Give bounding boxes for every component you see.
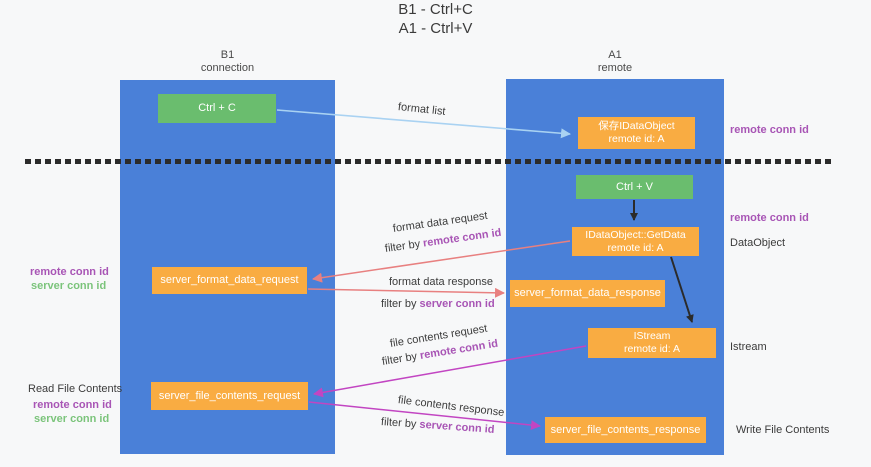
node-istream: IStream remote id: A	[588, 328, 716, 358]
node-idataobject-getdata: IDataObject::GetData remote id: A	[572, 227, 699, 256]
diagram-title: B1 - Ctrl+C A1 - Ctrl+V	[0, 0, 871, 38]
filter-by-text: filter by	[380, 416, 420, 431]
right-annotation-remote-conn-id-2: remote conn id	[730, 212, 809, 224]
arrow-format-data-response	[307, 287, 505, 298]
right-annotation-remote-conn-id: remote conn id	[730, 124, 809, 136]
node-sfresp-label: server_format_data_response	[514, 287, 661, 299]
left-annotation-remote-conn-id-2: remote conn id	[33, 399, 112, 411]
label-format-data-response-filter: filter by server conn id	[381, 298, 495, 310]
lane-a1-name: A1	[608, 49, 622, 61]
right-annotation-istream: Istream	[730, 341, 767, 353]
label-file-contents-response-filter: filter by server conn id	[381, 416, 495, 436]
title-line-2: A1 - Ctrl+V	[398, 20, 473, 37]
filter-by-text: filter by	[381, 298, 420, 310]
label-format-list: format list	[397, 101, 447, 118]
node-fcresp-label: server_file_contents_response	[550, 423, 701, 436]
lane-a1-role: remote	[597, 62, 633, 74]
server-conn-id-keyword: server conn id	[419, 298, 495, 310]
label-file-contents-response: file contents response	[397, 394, 505, 419]
node-fcreq-label: server_file_contents_request	[158, 389, 301, 402]
lane-header-a1: A1 remote	[506, 49, 724, 75]
node-getdata-line1: IDataObject::GetData	[585, 228, 686, 241]
right-annotation-write-file-contents: Write File Contents	[736, 424, 830, 436]
node-getdata-line2: remote id: A	[607, 241, 664, 254]
lane-header-b1: B1 connection	[120, 49, 335, 75]
node-save-idataobject: 保存IDataObject remote id: A	[578, 117, 695, 149]
right-annotation-dataobject: DataObject	[730, 237, 786, 249]
node-istream-line2: remote id: A	[623, 343, 681, 355]
node-ctrl-c: Ctrl + C	[158, 94, 276, 123]
node-sfreq-label: server_format_data_request	[160, 274, 299, 286]
left-annotation-remote-conn-id: remote conn id	[30, 266, 109, 278]
node-save-line2: remote id: A	[608, 133, 665, 145]
lane-b1-role: connection	[200, 62, 255, 74]
left-annotation-server-conn-id-2: server conn id	[34, 413, 110, 425]
node-server-file-contents-request: server_file_contents_request	[151, 382, 308, 410]
remote-conn-id-keyword: remote conn id	[422, 226, 503, 250]
node-istream-line1: IStream	[633, 330, 671, 342]
node-server-format-data-request: server_format_data_request	[152, 267, 307, 294]
node-ctrl-v: Ctrl + V	[576, 175, 693, 199]
filter-by-text: filter by	[381, 350, 421, 368]
node-ctrl-c-label: Ctrl + C	[198, 102, 236, 114]
server-conn-id-keyword: server conn id	[419, 418, 495, 436]
node-server-file-contents-response: server_file_contents_response	[545, 417, 706, 443]
left-annotation-read-file-contents: Read File Contents	[28, 383, 123, 395]
label-format-data-response: format data response	[389, 276, 493, 288]
filter-by-text: filter by	[384, 237, 424, 255]
lane-b1-name: B1	[220, 49, 235, 61]
left-annotation-server-conn-id: server conn id	[31, 280, 107, 292]
title-line-1: B1 - Ctrl+C	[398, 1, 473, 18]
node-server-format-data-response: server_format_data_response	[510, 280, 665, 307]
node-save-line1: 保存IDataObject	[598, 120, 675, 132]
copy-paste-separator-line	[25, 159, 833, 164]
node-ctrl-v-label: Ctrl + V	[616, 180, 653, 193]
